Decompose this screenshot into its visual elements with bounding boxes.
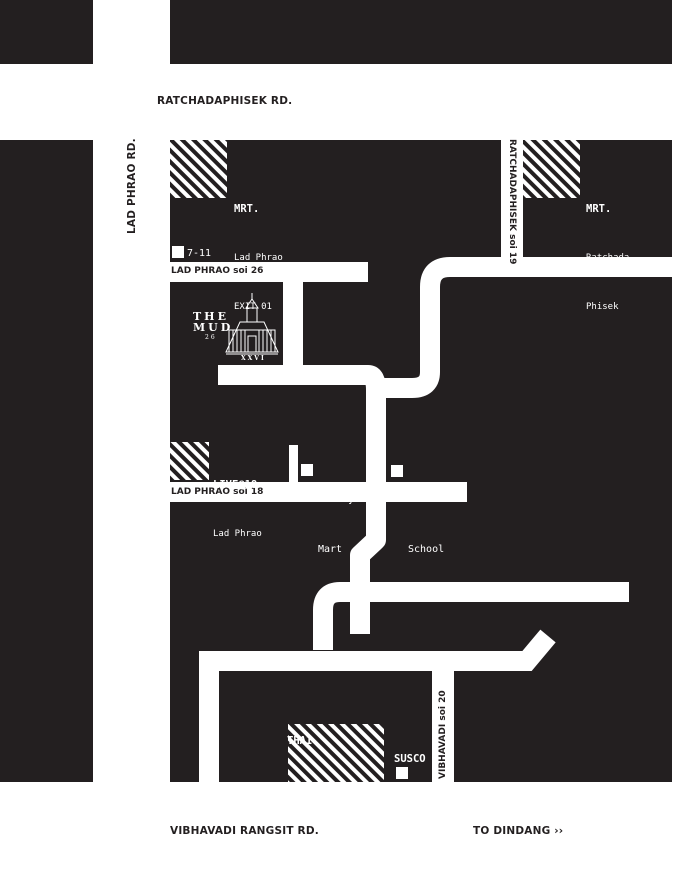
live18-block <box>170 442 209 480</box>
road-vibhavadi-rangsit <box>0 782 672 866</box>
page-edge-right <box>672 0 682 875</box>
place-mrt-ratchada-line1: Ratchada- <box>586 253 635 263</box>
road-ratchadaphisek-soi-19 <box>501 140 523 260</box>
mrt-ratchada-block <box>523 140 580 198</box>
page-edge-bottom <box>0 866 682 875</box>
place-family-mart-line2: Mart <box>318 544 343 555</box>
thai-airway-block <box>288 724 384 782</box>
place-mrt-lad-phrao-title: MRT. <box>234 203 260 215</box>
place-live18-line1: Lad Phrao <box>213 529 262 539</box>
the-mud-church-icon <box>225 293 279 355</box>
place-mrt-ratchada-title: MRT. <box>586 203 612 215</box>
place-thai-airway-line1: Air Way <box>287 785 325 795</box>
place-thai-airway: THAI Air Way <box>287 697 326 834</box>
road-vibhavadi-soi-20 <box>432 669 454 782</box>
road-label-soi-26: LAD PHRAO soi 26 <box>171 266 264 276</box>
place-yamsaard-school: Yamsaard School <box>408 456 456 594</box>
place-mrt-lad-phrao-line1: Lad Phrao <box>234 253 283 263</box>
place-mrt-lad-phrao: MRT. Lad Phrao EXIT 01 <box>234 165 283 351</box>
logo-the: THE <box>193 310 229 323</box>
road-label-ratchadaphisek: RATCHADAPHISEK RD. <box>157 95 293 107</box>
direction-to-dindang: TO DINDANG ›› <box>473 825 564 837</box>
family-mart-marker <box>301 464 313 476</box>
road-label-soi-18: LAD PHRAO soi 18 <box>171 487 264 497</box>
place-thai-airway-title: THAI <box>287 735 313 747</box>
place-mrt-ratchada-line2: Phisek <box>586 302 619 312</box>
susco-marker <box>396 767 408 779</box>
place-family-mart-line1: Family <box>318 494 355 505</box>
place-live18-title: LIVE@18 <box>213 479 258 491</box>
road-label-lad-phrao: LAD PHRAO RD. <box>126 138 138 234</box>
place-family-mart: Family Mart <box>318 456 357 594</box>
road-label-ratchadaphisek-soi-19: RATCHADAPHISEK soi 19 <box>507 139 517 265</box>
yamsaard-marker <box>391 465 403 477</box>
road-soi-18 <box>170 482 467 502</box>
road-label-vibhavadi-rangsit: VIBHAVADI RANGSIT RD. <box>170 825 319 837</box>
place-mrt-lad-phrao-line2: EXIT 01 <box>234 302 272 312</box>
place-susco: SUSCO <box>394 753 426 765</box>
road-lower-loop <box>199 629 556 782</box>
logo-mud: MUD <box>193 321 234 334</box>
road-lad-phrao <box>93 0 170 782</box>
seven-eleven-marker <box>172 246 184 258</box>
road-lower-right <box>313 582 629 650</box>
place-yamsaard-line1: Yamsaard <box>408 494 457 505</box>
road-label-vibhavadi-soi-20: VIBHAVADI soi 20 <box>438 690 448 779</box>
mrt-lad-phrao-block <box>170 140 227 198</box>
road-soi-26-branch <box>283 282 303 367</box>
road-soi-26 <box>170 262 368 282</box>
road-upper-right <box>372 257 672 398</box>
logo-number: 26 <box>205 334 217 341</box>
logo-roman: XXVI <box>241 355 266 362</box>
place-live18: LIVE@18 Lad Phrao <box>213 441 262 578</box>
road-soi-18-branch <box>289 445 298 482</box>
place-mrt-ratchada: MRT. Ratchada- Phisek <box>586 165 635 351</box>
place-seven-eleven: 7-11 <box>187 248 212 259</box>
place-yamsaard-line2: School <box>408 544 445 555</box>
